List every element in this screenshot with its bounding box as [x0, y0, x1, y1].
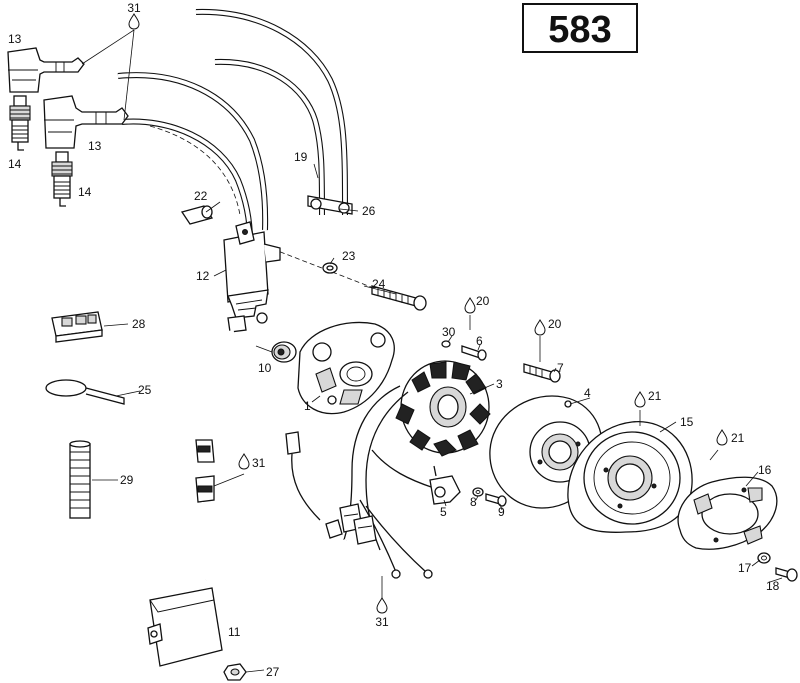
callout-13-lower-label: 13 — [88, 139, 102, 153]
spark-plug-cap-lower — [43, 95, 129, 149]
callout-25-label: 25 — [138, 383, 152, 397]
callout-19-label: 19 — [294, 150, 308, 164]
callout-31-top: 31 — [127, 1, 141, 30]
small-connector — [285, 431, 321, 521]
screw-6 — [461, 345, 487, 361]
connector-housing — [51, 311, 103, 343]
callout-20-right-label: 20 — [548, 317, 562, 331]
callout-27-label: 27 — [266, 665, 280, 679]
callout-7-label: 7 — [557, 361, 564, 375]
stator-harness — [325, 385, 435, 579]
leader-lines — [81, 29, 783, 673]
callout-31-middle-label: 31 — [252, 456, 266, 470]
grommet — [271, 341, 297, 363]
spark-plug-cap-upper — [7, 47, 85, 93]
callout-20-upper-label: 20 — [476, 294, 490, 308]
callout-1-label: 1 — [304, 399, 311, 413]
ignition-coil — [223, 221, 281, 333]
spark-plug-lower — [51, 151, 73, 207]
callout-13-upper-label: 13 — [8, 32, 22, 46]
callout-24-label: 24 — [372, 277, 386, 291]
callout-6-label: 6 — [476, 334, 483, 348]
washer-8 — [472, 487, 484, 497]
callout-14-upper-label: 14 — [8, 157, 22, 171]
callout-12-label: 12 — [196, 269, 210, 283]
callout-14-lower-label: 14 — [78, 185, 92, 199]
callout-18-label: 18 — [766, 579, 780, 593]
callout-21-lower-label: 21 — [731, 431, 745, 445]
nut-27 — [223, 663, 247, 681]
callout-20-upper: 20 — [464, 294, 490, 314]
screw-18 — [775, 567, 798, 582]
callout-5-label: 5 — [440, 505, 447, 519]
page-number: 583 — [548, 9, 611, 51]
callout-10-label: 10 — [258, 361, 272, 375]
cdi-module — [147, 587, 223, 667]
callout-23-label: 23 — [342, 249, 356, 263]
callout-4-label: 4 — [584, 386, 591, 400]
callout-30-label: 30 — [442, 325, 456, 339]
callout-29-label: 29 — [120, 473, 134, 487]
magneto-plate — [297, 321, 395, 415]
callout-15-label: 15 — [680, 415, 694, 429]
tubing-sleeve — [69, 440, 91, 519]
callout-8-label: 8 — [470, 495, 477, 509]
callout-26-label: 26 — [362, 204, 376, 218]
callout-16-label: 16 — [758, 463, 772, 477]
callout-28-label: 28 — [132, 317, 146, 331]
ring-gear — [677, 476, 778, 550]
lock-washer — [322, 262, 338, 274]
callout-21-lower: 21 — [716, 429, 745, 446]
page-number-box: 583 — [522, 3, 638, 53]
callout-31-bottom-label: 31 — [375, 615, 389, 629]
callout-21-upper-label: 21 — [648, 389, 662, 403]
callout-20-right: 20 — [534, 317, 562, 336]
callout-17-label: 17 — [738, 561, 752, 575]
cable-tie — [45, 379, 125, 405]
ignition-wires — [79, 8, 421, 307]
spark-plug-upper — [9, 95, 31, 151]
starter-pulley — [567, 421, 693, 533]
callout-3-label: 3 — [496, 377, 503, 391]
callout-31-top-label: 31 — [127, 1, 141, 15]
callout-31-bottom: 31 — [375, 597, 389, 629]
callout-21-upper: 21 — [634, 389, 662, 408]
callout-11-label: 11 — [228, 625, 241, 639]
washer-30 — [441, 340, 451, 348]
callout-31-middle: 31 — [238, 453, 266, 470]
stator-coil — [395, 360, 491, 457]
cdi-harness — [195, 329, 348, 582]
trigger-coil — [429, 465, 461, 505]
callout-22-label: 22 — [194, 189, 208, 203]
callout-labels: 31 13 13 14 14 19 26 22 23 12 24 28 20 2… — [8, 1, 780, 679]
callout-9-label: 9 — [498, 505, 505, 519]
spacer-sleeve — [180, 205, 214, 225]
screw-7 — [523, 363, 561, 383]
washer-17 — [757, 552, 771, 564]
